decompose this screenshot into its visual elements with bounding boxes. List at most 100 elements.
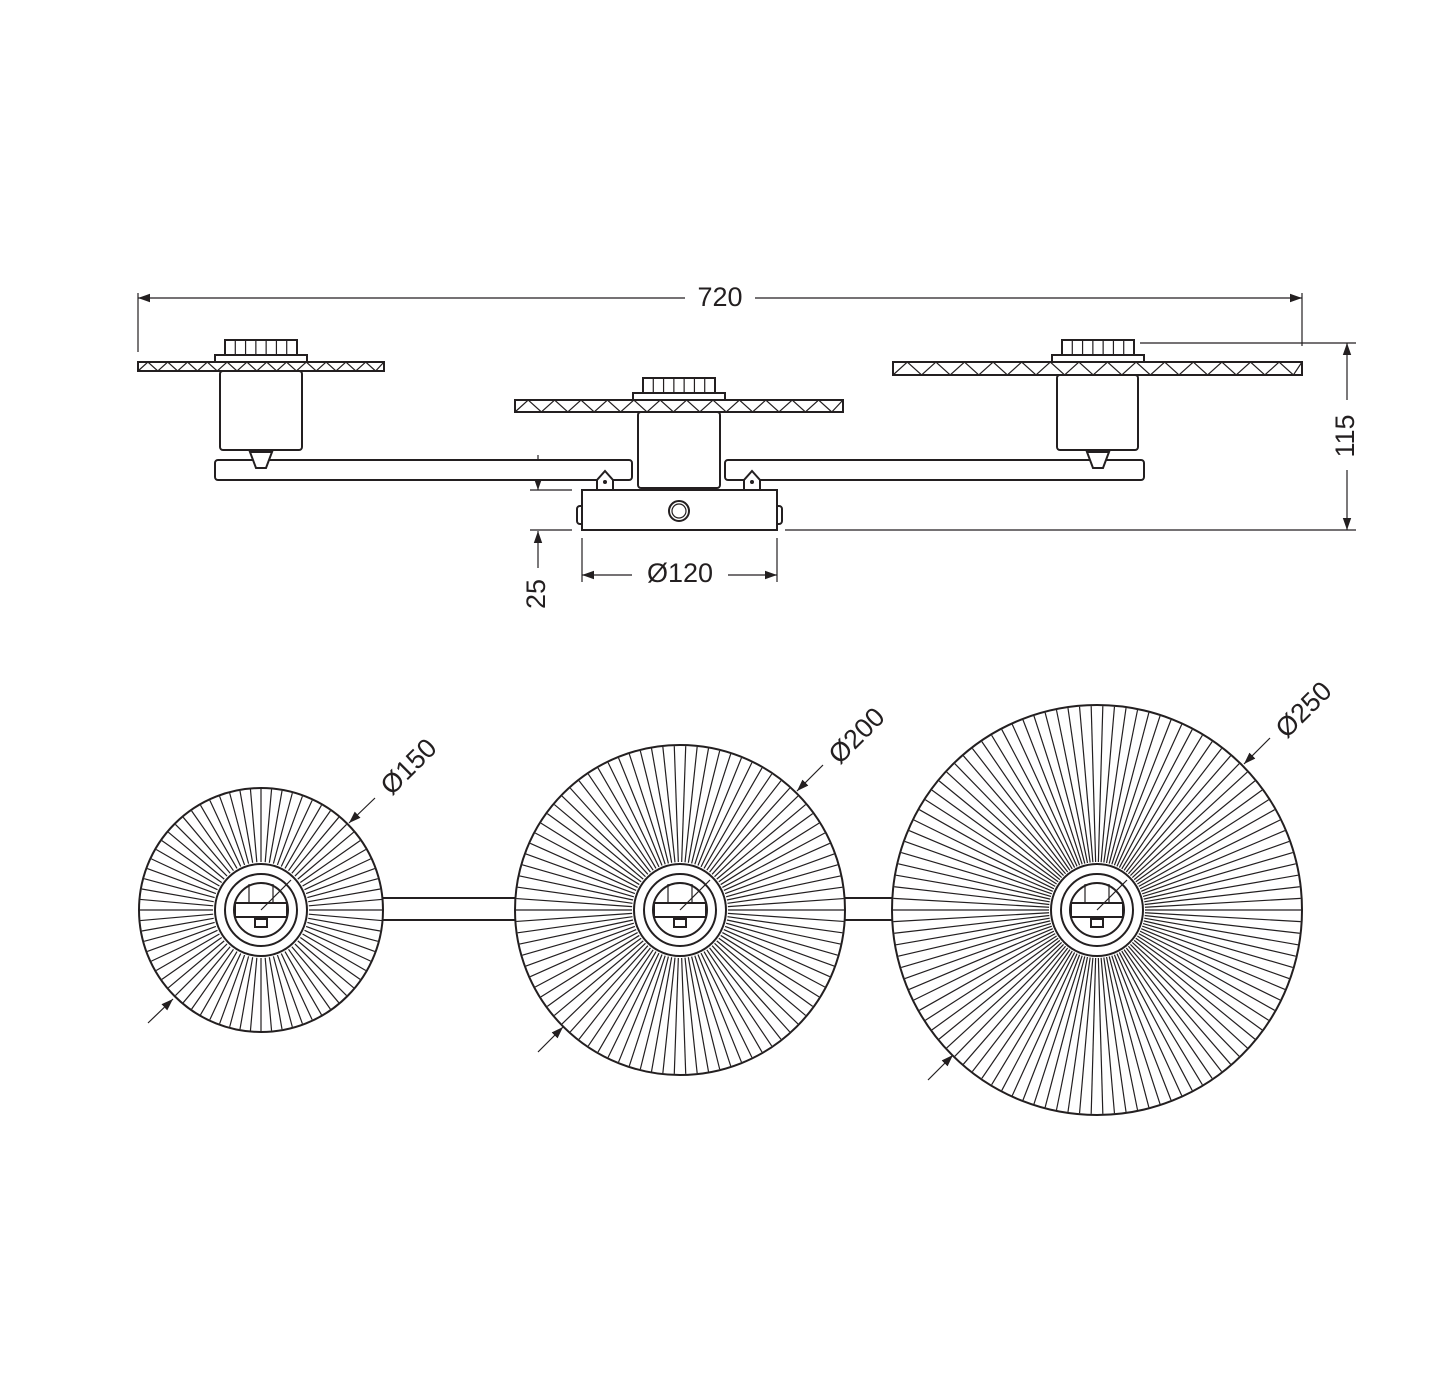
- shade-rib: [925, 935, 1057, 1021]
- top-shades: [138, 704, 1303, 1116]
- shade-rib: [308, 917, 381, 932]
- shade-rib: [268, 957, 283, 1030]
- shade-rib: [1131, 771, 1248, 878]
- shade-rib: [1116, 724, 1183, 867]
- shade-rib: [931, 937, 1059, 1031]
- shade-rib: [525, 853, 636, 895]
- shade-rib: [308, 898, 382, 907]
- shade-rib: [1138, 933, 1275, 1011]
- shade-rib: [147, 925, 217, 952]
- shade-rib: [931, 789, 1059, 883]
- shade-rib: [569, 787, 649, 875]
- shade-rib: [954, 944, 1064, 1057]
- shade-rib: [1121, 950, 1203, 1086]
- shade-rib: [239, 790, 254, 863]
- shade-rib: [1142, 925, 1290, 980]
- shade-rib: [1125, 947, 1223, 1072]
- shade-rib: [294, 824, 347, 877]
- canopy-height-label: 25: [521, 579, 551, 609]
- shade-rib: [681, 746, 687, 863]
- shade-rib: [697, 757, 742, 866]
- lamp-holder: [1056, 374, 1139, 451]
- shade-rib: [516, 912, 633, 923]
- shade-rib: [199, 951, 238, 1016]
- socket-key: [254, 918, 268, 928]
- shade-rib: [971, 947, 1069, 1072]
- diameter-leader-arrow: [1243, 737, 1271, 765]
- shade-rib: [305, 868, 375, 895]
- shade-rib: [607, 952, 660, 1058]
- shade-rib: [687, 748, 710, 863]
- shade-rib: [272, 792, 293, 864]
- shade-rib: [1137, 935, 1269, 1021]
- left-arm: [214, 459, 633, 481]
- shade-rib: [308, 888, 381, 903]
- diameter-leader-arrow: [927, 1054, 954, 1081]
- shade-rib: [529, 842, 637, 892]
- shade-rib: [264, 957, 273, 1031]
- shade-rib: [1097, 706, 1104, 863]
- shade-rib: [561, 942, 646, 1025]
- shade-rib: [151, 929, 218, 962]
- shade-rib: [529, 928, 637, 978]
- shade-rib: [276, 954, 303, 1024]
- shade-rib: [662, 746, 676, 863]
- shade-rib: [597, 951, 657, 1053]
- shade-rib: [1022, 954, 1081, 1101]
- shade-rib: [297, 831, 355, 880]
- shade-pleats: [514, 399, 844, 413]
- cap-plate: [632, 392, 726, 401]
- shade-rib: [711, 787, 791, 875]
- shade-rib: [534, 932, 638, 988]
- side-shade-2: [514, 377, 844, 489]
- shade-rib: [991, 734, 1073, 870]
- shade-rib: [727, 897, 844, 908]
- shade-rib: [229, 792, 250, 864]
- shade-rib: [1055, 956, 1089, 1111]
- shade-rib: [662, 957, 676, 1074]
- shade-rib: [1142, 922, 1293, 969]
- socket-diagonal: [1096, 879, 1128, 911]
- shade-rib: [1108, 712, 1150, 864]
- shade-rib: [991, 950, 1073, 1086]
- shade-rib: [1067, 957, 1091, 1113]
- shade-rib: [151, 858, 218, 891]
- shade-rib: [175, 943, 228, 996]
- shade-rib: [946, 771, 1063, 878]
- shade-rib: [522, 922, 635, 956]
- shade-rib: [307, 878, 379, 899]
- shade-rib: [894, 914, 1050, 934]
- shade-rib: [718, 937, 814, 1007]
- shade-rib: [913, 930, 1055, 1001]
- shade-rib: [1108, 956, 1150, 1108]
- shade-rib: [718, 813, 814, 883]
- shade-rib: [587, 773, 654, 871]
- shade-rib: [684, 957, 698, 1074]
- shade-rib: [925, 799, 1057, 885]
- shade-rib: [727, 916, 843, 934]
- shade-rib: [1044, 712, 1086, 864]
- shade-rib: [893, 912, 1050, 923]
- shade-rib: [1022, 719, 1081, 866]
- shade-rib: [1138, 809, 1275, 887]
- shade-rib: [727, 912, 844, 923]
- shade-profile: [892, 361, 1303, 376]
- shade-rib: [691, 956, 721, 1070]
- shade-rib: [894, 886, 1050, 906]
- top-shade-1: [138, 787, 384, 1033]
- canopy: [576, 469, 783, 531]
- side-shade-1: [137, 339, 385, 469]
- shade-rib: [898, 863, 1051, 900]
- top-arm-left: [379, 897, 521, 921]
- shade-rib: [919, 933, 1056, 1011]
- shade-rib: [1078, 957, 1094, 1114]
- shade-rib: [723, 842, 831, 892]
- diameter-leader-arrow: [147, 998, 174, 1024]
- shade-rib: [726, 919, 841, 945]
- shade-rib: [1144, 886, 1300, 906]
- cap-ring: [224, 339, 298, 356]
- shade-rib: [305, 925, 375, 952]
- shade-rib: [161, 840, 223, 883]
- shade-rib: [1097, 957, 1104, 1114]
- shade-rib: [1123, 949, 1213, 1079]
